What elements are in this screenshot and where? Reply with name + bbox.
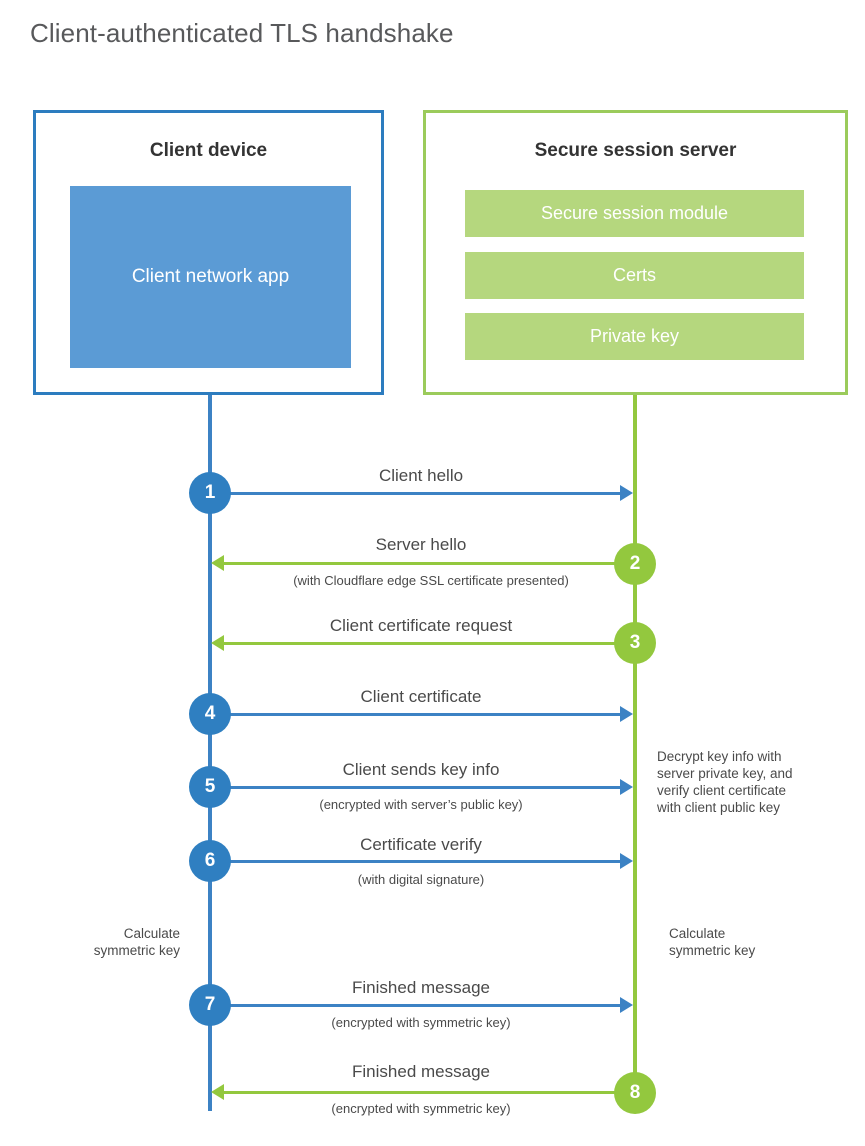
step-8-label: Finished message	[352, 1062, 490, 1081]
server-lifeline	[633, 395, 637, 1095]
step-5-sublabel: (encrypted with server’s public key)	[319, 797, 523, 812]
note-server-decrypt: Decrypt key info with server private key…	[657, 749, 793, 815]
step-4-badge: 4	[189, 693, 231, 735]
page-title: Client-authenticated TLS handshake	[30, 18, 454, 48]
step-7-arrow-head-icon	[620, 997, 633, 1013]
step-5-label: Client sends key info	[342, 760, 500, 779]
step-3-label: Client certificate request	[329, 616, 513, 635]
step-7-label: Finished message	[352, 978, 490, 997]
step-5-badge: 5	[189, 766, 231, 808]
client-network-app-block: Client network app	[70, 186, 351, 368]
step-8-sublabel: (encrypted with symmetric key)	[331, 1101, 511, 1116]
step-1-label: Client hello	[378, 466, 464, 485]
client-network-app-label: Client network app	[131, 266, 290, 287]
server-component-secure-session-module: Secure session module	[465, 190, 804, 237]
step-6-badge: 6	[189, 840, 231, 882]
step-3-arrow-head-icon	[211, 635, 224, 651]
step-2-arrow-head-icon	[211, 555, 224, 571]
step-6-sublabel: (with digital signature)	[357, 872, 485, 887]
step-5-arrow-line	[210, 786, 620, 789]
note-client-calculate-symmetric-key: Calculate symmetric key	[93, 926, 180, 958]
step-3-arrow-line	[224, 642, 634, 645]
step-6-arrow-head-icon	[620, 853, 633, 869]
server-component-certs: Certs	[465, 252, 804, 299]
step-5-arrow-head-icon	[620, 779, 633, 795]
step-3-badge: 3	[614, 622, 656, 664]
step-4-arrow-head-icon	[620, 706, 633, 722]
step-7-arrow-line	[210, 1004, 620, 1007]
step-2-arrow-line	[224, 562, 634, 565]
step-1-badge: 1	[189, 472, 231, 514]
step-8-badge: 8	[614, 1072, 656, 1114]
note-server-calculate-symmetric-key: Calculate symmetric key	[669, 926, 756, 958]
step-2-badge: 2	[614, 543, 656, 585]
client-device-box: Client device Client network app	[33, 110, 384, 395]
step-1-arrow-head-icon	[620, 485, 633, 501]
step-1-arrow-line	[210, 492, 620, 495]
step-6-arrow-line	[210, 860, 620, 863]
step-2-label: Server hello	[375, 535, 467, 554]
step-7-badge: 7	[189, 984, 231, 1026]
step-8-arrow-line	[224, 1091, 634, 1094]
step-6-label: Certificate verify	[360, 835, 482, 854]
server-component-private-key: Private key	[465, 313, 804, 360]
client-device-title: Client device	[149, 140, 268, 161]
client-lifeline	[208, 395, 212, 1111]
step-4-arrow-line	[210, 713, 620, 716]
secure-session-server-box: Secure session server Secure session mod…	[423, 110, 848, 395]
step-8-arrow-head-icon	[211, 1084, 224, 1100]
step-4-label: Client certificate	[360, 687, 482, 706]
step-2-sublabel: (with Cloudflare edge SSL certificate pr…	[293, 573, 569, 588]
step-7-sublabel: (encrypted with symmetric key)	[331, 1015, 511, 1030]
secure-session-server-title: Secure session server	[534, 140, 737, 161]
